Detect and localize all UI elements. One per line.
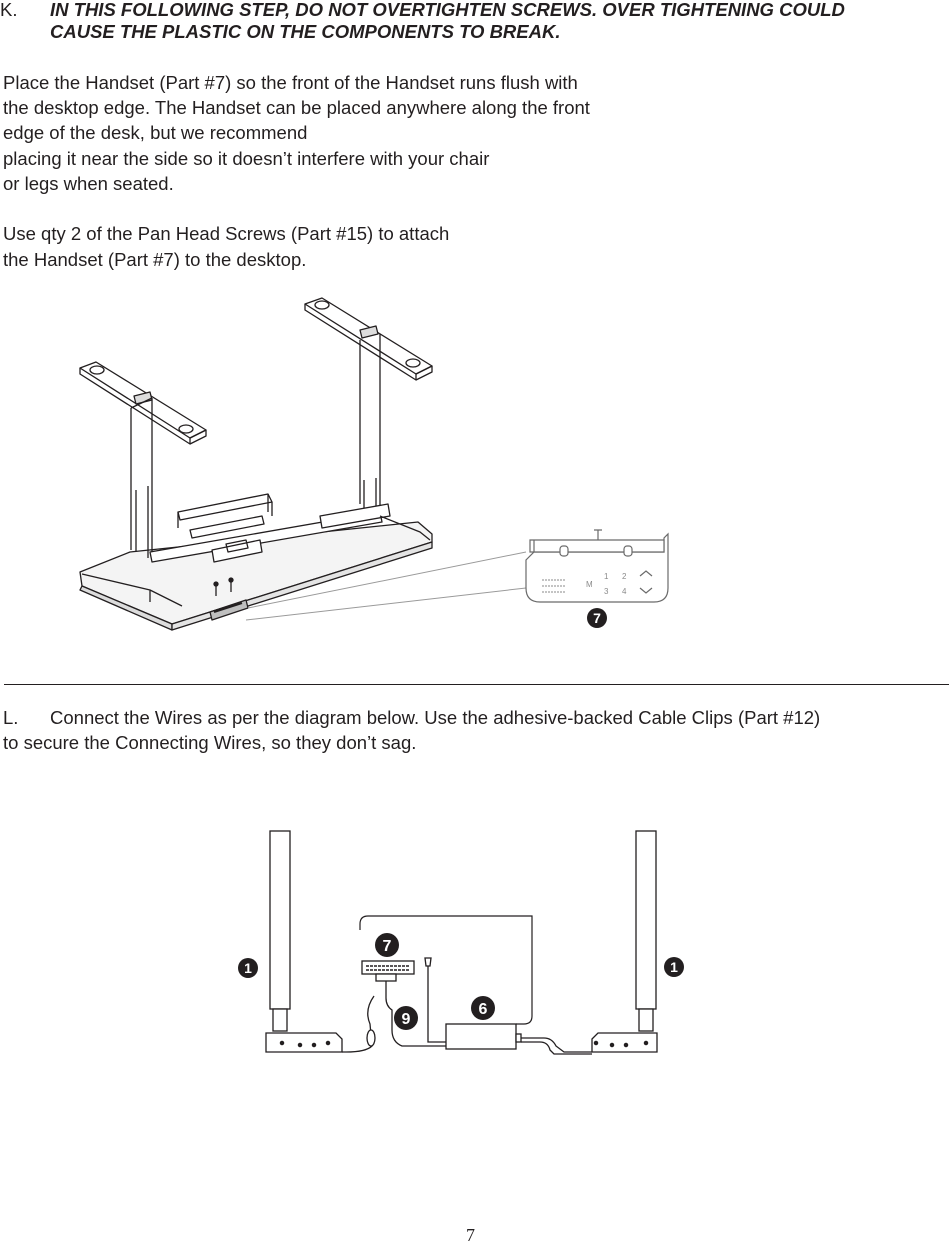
callout-label-control-box: 6 xyxy=(479,1001,488,1018)
right-leg-column xyxy=(635,830,657,1010)
callout-badge-7 xyxy=(587,608,607,628)
step-l-letter: L. xyxy=(3,707,19,728)
para1-line-1: Place the Handset (Part #7) so the front… xyxy=(3,72,578,93)
callout-label-7: 7 xyxy=(593,610,601,626)
para1-line-4: placing it near the side so it doesn’t i… xyxy=(3,148,490,169)
desk-frame-illustration: M 1 2 3 4 7 xyxy=(79,297,669,631)
callout-label-right-leg: 1 xyxy=(670,959,678,975)
right-leg-bracket xyxy=(591,1032,658,1053)
callout-badge-left-leg xyxy=(238,958,258,978)
para1-line-5: or legs when seated. xyxy=(3,173,174,194)
section-divider xyxy=(4,684,949,685)
callout-label-cable: 9 xyxy=(402,1011,411,1028)
para2-line-1: Use qty 2 of the Pan Head Screws (Part #… xyxy=(3,223,450,244)
callout-label-left-leg: 1 xyxy=(244,960,252,976)
callout-badge-cable xyxy=(394,1006,418,1030)
callout-badge-control-box xyxy=(471,996,495,1020)
left-leg-column xyxy=(269,830,291,1010)
handset-label-3: 3 xyxy=(604,587,609,596)
left-leg-bracket xyxy=(265,1032,343,1053)
handset-label-m: M xyxy=(586,580,593,589)
warning-line-2: CAUSE THE PLASTIC ON THE COMPONENTS TO B… xyxy=(50,21,561,42)
callout-badge-right-leg xyxy=(664,957,684,977)
handset-label-1: 1 xyxy=(604,572,609,581)
para1-line-3: edge of the desk, but we recommend xyxy=(3,122,308,143)
callout-label-handset: 7 xyxy=(383,938,392,955)
step-l-line-1: Connect the Wires as per the diagram bel… xyxy=(50,707,821,728)
para2-line-2: the Handset (Part #7) to the desktop. xyxy=(3,249,307,270)
step-k-letter: K. xyxy=(0,0,18,20)
wiring-diagram: 1 1 7 9 6 xyxy=(238,830,684,1055)
step-l-line-2: to secure the Connecting Wires, so they … xyxy=(3,732,417,753)
page-number: 7 xyxy=(466,1225,475,1245)
callout-badge-handset xyxy=(375,933,399,957)
handset-label-2: 2 xyxy=(622,572,627,581)
para1-line-2: the desktop edge. The Handset can be pla… xyxy=(3,97,590,118)
handset-label-4: 4 xyxy=(622,587,627,596)
wiring-handset xyxy=(361,960,415,975)
warning-line-1: IN THIS FOLLOWING STEP, DO NOT OVERTIGHT… xyxy=(50,0,845,20)
control-box xyxy=(445,1023,517,1050)
